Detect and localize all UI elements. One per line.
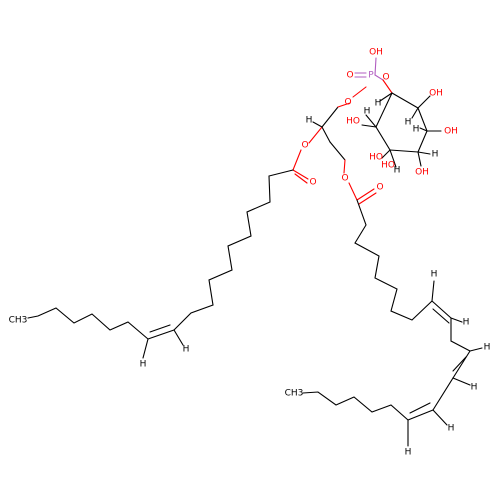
chain2-h4 [452,377,471,386]
chain2-alkene-h-label-2: H [463,318,470,328]
chain2-h5 [432,409,448,426]
glycerol-o-mid-label: O [301,141,308,151]
ester1-c-o-double-b [294,173,308,184]
ring-h-4 [417,151,431,155]
ring-oh-4 [381,149,391,159]
phosphate-bridge-o-label: O [382,73,389,83]
ring-h-6 [365,114,377,128]
inositol-h-label-5: H [432,150,439,160]
ester-1 [292,149,309,184]
ring-oh-3 [417,151,422,167]
chain2-link [432,377,454,411]
chain1-alkene-h [142,338,149,359]
chain2-alkene1-double [432,308,450,324]
chain2-h1 [431,280,435,302]
chain2-alkene2 [452,350,471,379]
chain2-alkene-h-label-1: H [431,270,438,280]
inositol-h-label-4: H [413,125,420,135]
ester1-c-o-double [292,169,309,180]
chain1-alkene-h-label-1: H [140,360,147,370]
inositol-oh-label-2: OH [444,127,458,137]
bond-c1-o [337,102,351,108]
phosphorus-label: P [368,71,374,81]
ring-h-3 [419,127,428,132]
ring-bond-1 [391,92,419,109]
phosphate-group [352,57,393,98]
inositol-ho-label-2: HO [369,153,383,163]
chain-2 [302,199,483,447]
ring-bond-5 [375,126,391,151]
chain2-alkene-h-label-5: H [448,424,455,434]
inositol-oh-label-3: OH [415,168,429,178]
chain2-tail [302,391,409,421]
inositol-h-label-1: H [375,99,382,109]
ester2-carbonyl-o-label: O [376,183,383,193]
bond-o-c [382,79,393,94]
chain-1 [27,169,294,359]
bond-o-ring [352,86,367,98]
ester2-c-o-double-b [358,192,377,205]
inositol-ho-label-1: HO [346,117,360,127]
glycerol-backbone [308,102,351,174]
bond-c2-c3 [321,126,331,143]
chain1-alkene-h2 [173,329,184,346]
glycerol-o-top-label: O [344,98,351,108]
chain2-alkene-h-label-6: H [405,448,412,458]
ring-oh-1 [417,95,431,109]
bond-c2-o [308,126,323,144]
ring-h-2 [411,107,419,119]
chain1-alkene [147,329,175,340]
inositol-h-label-3: H [405,118,412,128]
inositol-ho-label-3: HO [381,161,395,171]
chain1-upper [173,169,294,331]
inositol-ring [361,92,442,168]
ring-bond-3 [417,130,428,153]
chain1-terminal-label: CH3 [9,316,28,326]
ring-bond-2 [417,107,428,132]
chain2-alkene3-double [409,402,431,414]
bond-p-oh [374,57,377,76]
inositol-h-label-2: H [364,107,371,117]
inositol-oh-label-1: OH [429,89,443,99]
bond-c1-c2 [321,106,339,128]
inositol-h-label-6: H [394,166,401,176]
bond-p-o [374,74,384,81]
ester1-o-c [292,149,302,171]
glycerol-o-bot-label: O [341,174,348,184]
ring-bond-6 [375,92,393,128]
chain2-alkene1 [431,300,452,319]
chain2-terminal-label: CH3 [285,389,304,399]
chain1-tail [27,307,149,340]
chain2-upper [354,199,433,321]
ring-h-1 [379,92,393,102]
bond-c2-h [312,121,323,128]
chain2-alkene-h-label-4: H [471,383,478,393]
chain1-alkene-h-label-2: H [183,345,190,355]
chain2-mid [450,317,471,352]
ester2-c-o-double [356,188,375,201]
chain2-h2 [450,317,463,323]
chain2-alkene3 [407,409,434,421]
phosphate-oh-label: OH [369,48,383,58]
ester1-carbonyl-o-label: O [309,178,316,188]
ester2-o-c [348,182,358,201]
phosphate-o-label: O [346,71,353,81]
bond-c3-o [343,159,346,174]
chain2-alkene-h-label-3: H [484,343,491,353]
chain2-h3 [469,347,483,352]
chain1-alkene-double [149,324,171,333]
ester-2 [348,182,377,205]
bond-c3-c3b [329,141,346,161]
atom-labels: OH O P O O H O O O O H H H H H H HO HO H… [9,48,491,458]
chain2-alkene2-double [452,356,467,372]
glycerol-h-label: H [306,116,313,126]
ring-oh-5 [361,124,377,128]
ring-h-5 [389,149,397,168]
ring-bond-4 [389,149,419,153]
